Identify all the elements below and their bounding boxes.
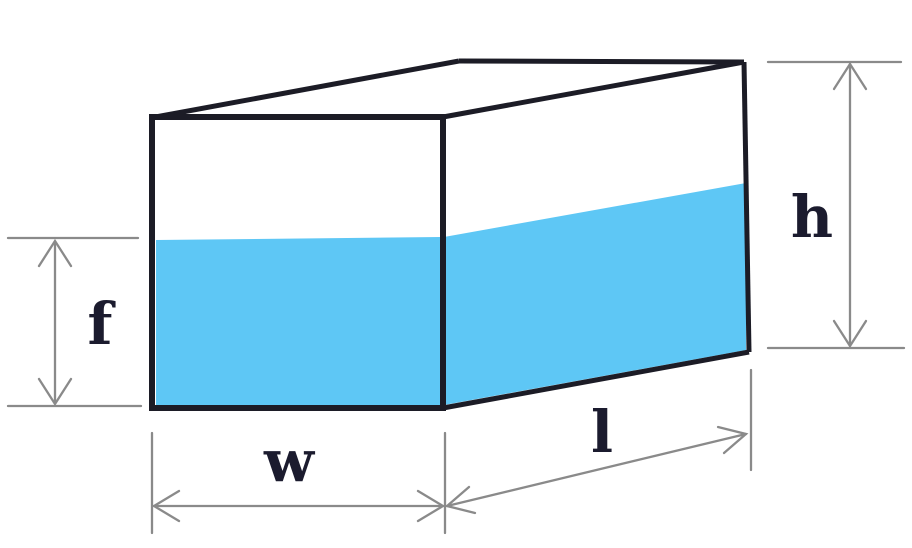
label-height: h bbox=[791, 183, 833, 251]
w-arrowhead-left bbox=[151, 489, 181, 523]
tank-bottom-right-edge bbox=[442, 349, 750, 411]
label-width: w bbox=[263, 427, 316, 495]
dimension-w bbox=[150, 431, 447, 535]
dimension-h bbox=[766, 60, 906, 350]
tank-back-right-edge bbox=[741, 61, 752, 353]
tank-edges bbox=[149, 58, 752, 411]
tank-top-left-edge bbox=[149, 58, 460, 121]
dimension-f bbox=[6, 236, 143, 408]
label-fill-depth: f bbox=[88, 290, 117, 358]
tank-back-top-edge bbox=[458, 58, 745, 65]
dimension-l bbox=[444, 368, 753, 515]
water bbox=[156, 183, 746, 405]
l-arrowhead-right bbox=[716, 425, 749, 455]
h-arrowhead-down bbox=[832, 319, 868, 349]
f-arrowhead-up bbox=[37, 238, 73, 268]
f-arrowhead-down bbox=[37, 377, 73, 407]
tank-front-face bbox=[149, 114, 446, 411]
label-length: l bbox=[591, 398, 613, 466]
w-arrowhead-right bbox=[416, 489, 446, 523]
water-side-face bbox=[444, 183, 746, 405]
water-front-face bbox=[156, 237, 440, 405]
h-arrowhead-up bbox=[832, 61, 868, 91]
tank-top-right-edge bbox=[442, 59, 745, 120]
l-arrowhead-left bbox=[444, 485, 477, 515]
l-arrow-shaft bbox=[445, 432, 748, 508]
